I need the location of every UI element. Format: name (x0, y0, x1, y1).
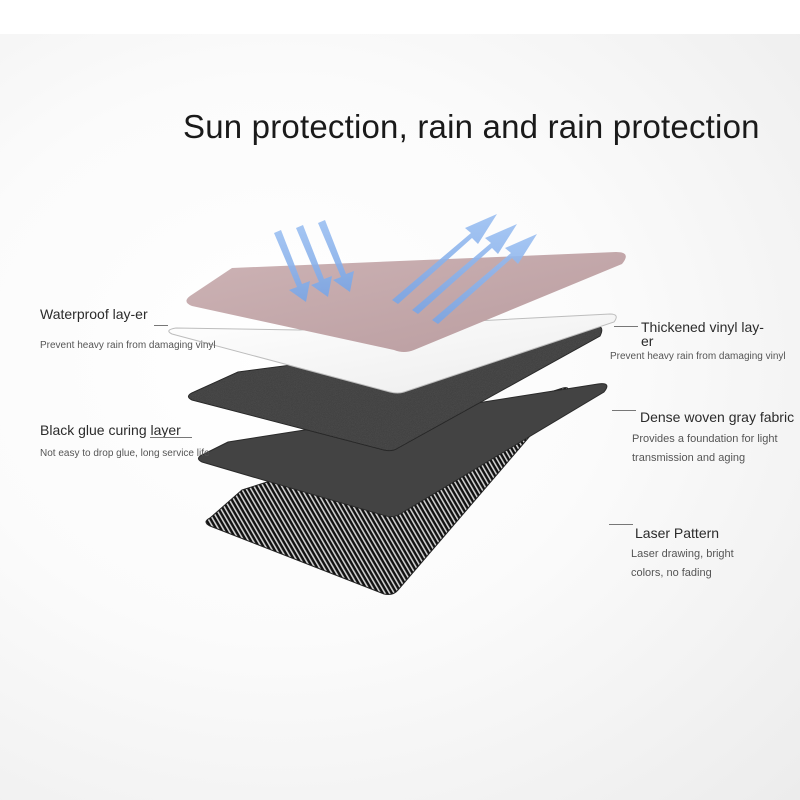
vinyl-leader (614, 326, 638, 327)
fabric-leader (612, 410, 636, 411)
top-band (0, 0, 800, 34)
vinyl-layer-label: Thickened vinyl lay-er (641, 319, 764, 349)
laser-pattern-desc: Laser drawing, bright colors, no fading (631, 548, 734, 579)
fabric-layer-label: Dense woven gray fabric (640, 409, 795, 425)
clear-waterproof-layer (168, 313, 617, 394)
black-glue-layer-label: Black glue curing layer (40, 422, 181, 438)
fabric-layer (198, 383, 608, 518)
incoming-arrows (274, 220, 354, 302)
reflected-arrows (392, 214, 537, 324)
black-glue-layer-desc: Not easy to drop glue, long service life (40, 448, 210, 459)
black-glue-leader (150, 437, 192, 438)
laser-leader (609, 524, 633, 525)
waterproof-layer-desc: Prevent heavy rain from damaging vinyl (40, 340, 216, 351)
waterproof-leader (154, 325, 168, 326)
waterproof-layer-label: Waterproof lay-er (40, 306, 148, 322)
page-title: Sun protection, rain and rain protection (183, 108, 760, 145)
fabric-layer-desc: Provides a foundation for light transmis… (632, 433, 778, 464)
laser-pattern-label: Laser Pattern (635, 525, 720, 541)
vinyl-layer-desc: Prevent heavy rain from damaging vinyl (610, 351, 786, 362)
